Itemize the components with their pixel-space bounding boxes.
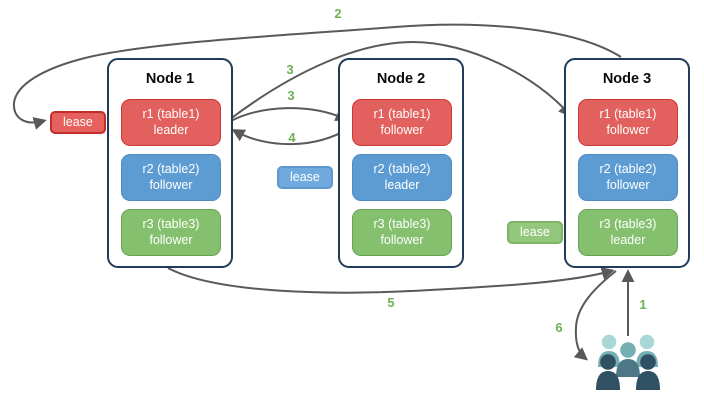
arrow-step2-node3-to-lease [12,23,622,130]
replica-name: r1 (table1) [373,106,431,121]
node3-replica-r2: r2 (table2) follower [578,154,678,201]
node1-replica-r3: r3 (table3) follower [121,209,221,256]
node2-replica-r2: r2 (table2) leader [352,154,452,201]
step-label-4: 4 [288,130,296,145]
node-1: Node 1 r1 (table1) leader r2 (table2) fo… [107,58,233,268]
arrow-step5-node1-to-node3 [167,267,615,294]
replica-role: follower [149,232,193,247]
arrow-step6-node3-to-users [573,270,617,361]
replica-name: r3 (table3) [142,216,200,231]
step-label-2: 2 [334,6,342,21]
node2-replica-r1: r1 (table1) follower [352,99,452,146]
replica-role: leader [610,232,646,247]
step-label-5: 5 [387,295,395,310]
node-title: Node 3 [602,71,652,87]
replica-role: follower [149,177,193,192]
arrow-step3-node1-to-node3 [228,40,572,121]
replica-role: leader [153,122,189,137]
replica-name: r1 (table1) [599,106,657,121]
replica-name: r2 (table2) [373,161,431,176]
node-title: Node 1 [145,71,195,87]
replica-role: leader [384,177,420,192]
replica-name: r3 (table3) [373,216,431,231]
step-label-6: 6 [555,320,563,335]
replica-role: follower [606,177,650,192]
step-label-3a: 3 [286,62,294,77]
node-3: Node 3 r1 (table1) follower r2 (table2) … [564,58,690,268]
lease-badge-red: lease [50,111,106,134]
node-2: Node 2 r1 (table1) follower r2 (table2) … [338,58,464,268]
node1-replica-r1: r1 (table1) leader [121,99,221,146]
replica-role: follower [380,232,424,247]
node3-replica-r3: r3 (table3) leader [578,209,678,256]
arrow-step4-node2-to-node1 [231,127,350,146]
replica-name: r2 (table2) [142,161,200,176]
replica-name: r2 (table2) [599,161,657,176]
replica-role: follower [380,122,424,137]
users-group-icon [596,334,660,390]
node1-replica-r2: r2 (table2) follower [121,154,221,201]
lease-badge-green: lease [507,221,563,244]
replica-name: r3 (table3) [599,216,657,231]
replica-name: r1 (table1) [142,106,200,121]
step-label-3b: 3 [287,88,295,103]
arrow-step3-node1-to-node2 [228,107,349,123]
lease-badge-blue: lease [277,166,333,189]
replica-role: follower [606,122,650,137]
step-label-1: 1 [639,297,647,312]
node2-replica-r3: r3 (table3) follower [352,209,452,256]
node3-replica-r1: r1 (table1) follower [578,99,678,146]
node-title: Node 2 [376,71,426,87]
